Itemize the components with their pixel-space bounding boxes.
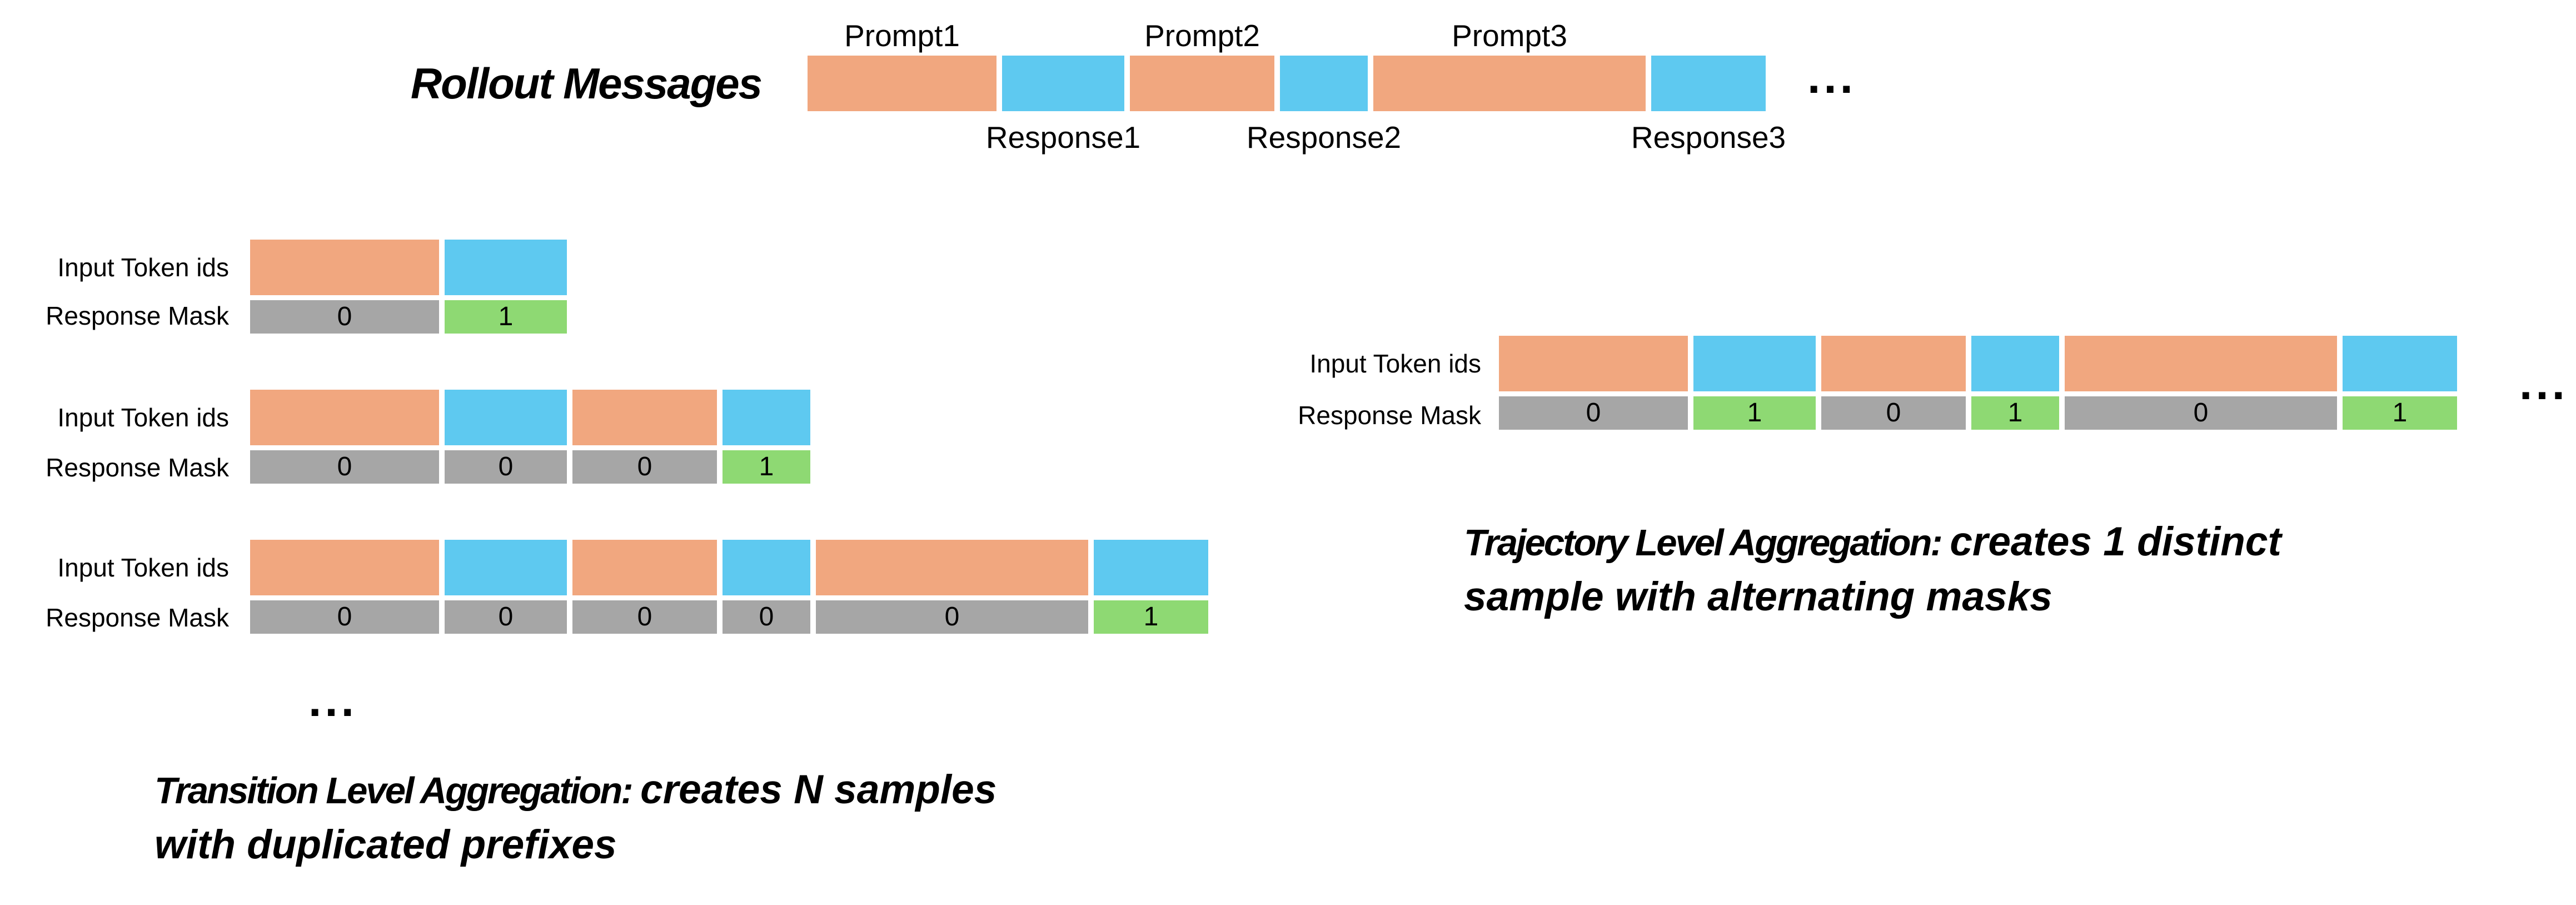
prompt-block <box>250 540 439 595</box>
mask-one-block: 1 <box>1971 396 2059 430</box>
response-mask-label: Response Mask <box>46 453 229 482</box>
response-block <box>445 390 567 445</box>
mask-zero-block: 0 <box>250 300 439 334</box>
transition-caption-emphasis: creates N samples <box>640 767 997 812</box>
transition-ellipsis: ... <box>308 674 358 726</box>
response-block <box>2343 336 2457 391</box>
trajectory-caption-line2: sample with alternating masks <box>1464 574 2052 619</box>
prompt-block <box>250 390 439 445</box>
transition-caption: Transition Level Aggregation: creates N … <box>155 763 1166 872</box>
mask-one-block: 1 <box>2343 396 2457 430</box>
response-block <box>1693 336 1816 391</box>
response-mask-label: Response Mask <box>46 603 229 632</box>
prompt-block <box>250 240 439 295</box>
transition-caption-lead: Transition Level Aggregation: <box>155 770 641 812</box>
trajectory-caption-emphasis: creates 1 distinct <box>1950 519 2281 564</box>
prompt-block <box>1373 56 1646 111</box>
prompt-block <box>808 56 996 111</box>
trajectory-caption-lead: Trajectory Level Aggregation: <box>1464 522 1950 564</box>
mask-zero-block: 0 <box>445 450 567 484</box>
mask-one-block: 1 <box>723 450 810 484</box>
response-block <box>1971 336 2059 391</box>
response-label: Response3 <box>1631 120 1786 155</box>
mask-zero-block: 0 <box>445 600 567 634</box>
prompt-label: Prompt1 <box>844 18 960 53</box>
mask-zero-block: 0 <box>1499 396 1688 430</box>
response-mask-label: Response Mask <box>1298 401 1481 430</box>
prompt-label: Prompt2 <box>1144 18 1260 53</box>
prompt-block <box>816 540 1088 595</box>
mask-one-block: 1 <box>1094 600 1208 634</box>
input-token-ids-label: Input Token ids <box>1309 349 1481 378</box>
response-block <box>1280 56 1368 111</box>
prompt-label: Prompt3 <box>1452 18 1567 53</box>
mask-zero-block: 0 <box>572 600 717 634</box>
prompt-block <box>1499 336 1688 391</box>
rollout-messages-title: Rollout Messages <box>410 59 763 108</box>
input-token-ids-label: Input Token ids <box>57 403 229 432</box>
trajectory-caption: Trajectory Level Aggregation: creates 1 … <box>1464 515 2475 624</box>
mask-zero-block: 0 <box>723 600 810 634</box>
response-label: Response1 <box>985 120 1141 155</box>
prompt-block <box>2065 336 2337 391</box>
prompt-block <box>572 540 717 595</box>
prompt-block <box>572 390 717 445</box>
transition-caption-line2: with duplicated prefixes <box>155 822 617 867</box>
input-token-ids-label: Input Token ids <box>57 253 229 282</box>
trajectory-ellipsis: ... <box>2519 357 2569 409</box>
mask-zero-block: 0 <box>250 600 439 634</box>
rollout-ellipsis: ... <box>1807 51 1857 103</box>
prompt-block <box>1130 56 1274 111</box>
mask-one-block: 1 <box>1693 396 1816 430</box>
response-block <box>445 240 567 295</box>
response-block <box>1094 540 1208 595</box>
mask-zero-block: 0 <box>816 600 1088 634</box>
mask-zero-block: 0 <box>250 450 439 484</box>
response-block <box>445 540 567 595</box>
response-block <box>1002 56 1124 111</box>
response-block <box>1651 56 1766 111</box>
mask-zero-block: 0 <box>2065 396 2337 430</box>
input-token-ids-label: Input Token ids <box>57 553 229 582</box>
response-block <box>723 540 810 595</box>
mask-zero-block: 0 <box>572 450 717 484</box>
mask-zero-block: 0 <box>1821 396 1966 430</box>
response-label: Response2 <box>1246 120 1402 155</box>
mask-one-block: 1 <box>445 300 567 334</box>
response-mask-label: Response Mask <box>46 301 229 330</box>
response-block <box>723 390 810 445</box>
prompt-block <box>1821 336 1966 391</box>
